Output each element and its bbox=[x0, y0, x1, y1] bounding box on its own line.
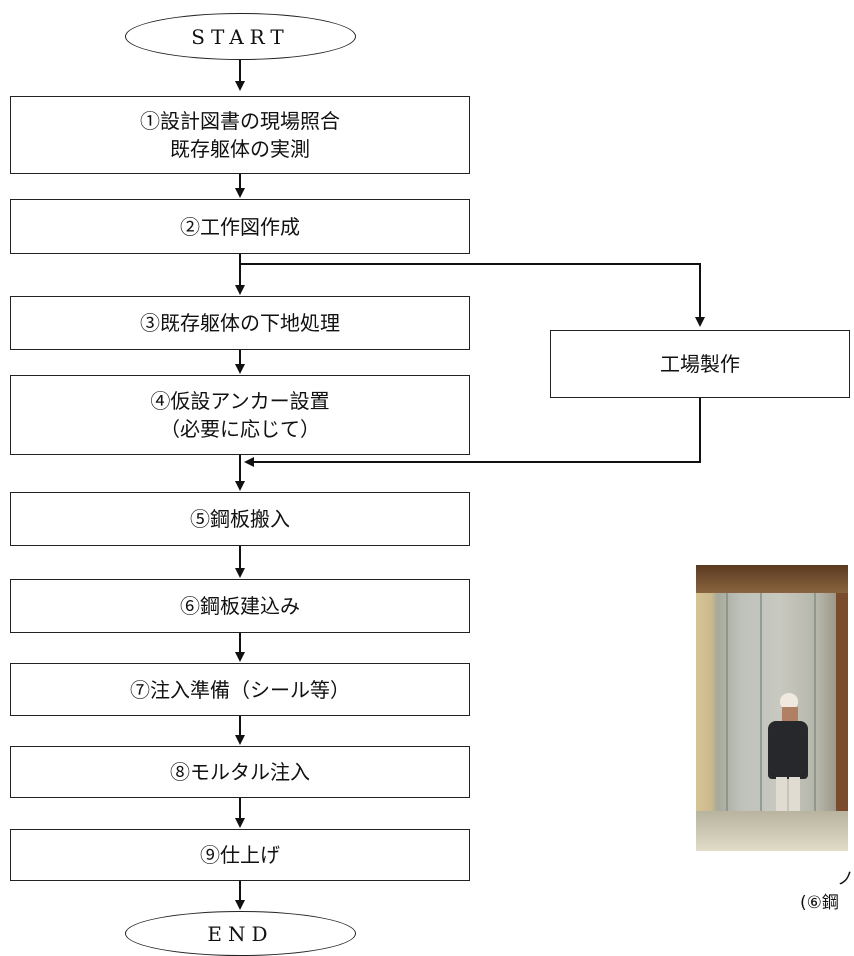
step-3-box: ③既存躯体の下地処理 bbox=[10, 296, 470, 350]
step-8-box: ⑧モルタル注入 bbox=[10, 746, 470, 798]
photo-panel-seam bbox=[760, 593, 762, 813]
step-4-box: ④仮設アンカー設置 （必要に応じて） bbox=[10, 375, 470, 455]
photo-worker-face bbox=[782, 707, 798, 721]
start-label: START bbox=[191, 24, 290, 49]
photo-ceiling bbox=[696, 565, 848, 593]
step-4-line1: ④仮設アンカー設置 bbox=[150, 389, 330, 413]
factory-fabrication-box: 工場製作 bbox=[550, 330, 850, 398]
photo-floor bbox=[696, 811, 848, 851]
step-7-box: ⑦注入準備（シール等） bbox=[10, 663, 470, 716]
step-3-label: ③既存躯体の下地処理 bbox=[140, 311, 340, 335]
end-label: END bbox=[207, 921, 274, 946]
photo-panel-seam bbox=[814, 593, 816, 813]
start-terminal: START bbox=[125, 13, 356, 60]
site-photo bbox=[696, 565, 848, 851]
factory-fabrication-label: 工場製作 bbox=[660, 352, 740, 376]
end-terminal: END bbox=[125, 911, 356, 956]
step-2-label: ②工作図作成 bbox=[180, 214, 300, 239]
step-4-line2: （必要に応じて） bbox=[160, 417, 320, 441]
step-7-label: ⑦注入準備（シール等） bbox=[130, 677, 350, 702]
photo-worker-body bbox=[768, 721, 808, 779]
photo-worker-helmet bbox=[780, 693, 798, 709]
arrow-branch-to-factory bbox=[240, 263, 705, 327]
step-1-line1: ①設計図書の現場照合 bbox=[140, 109, 340, 133]
arrow-factory-merge bbox=[244, 398, 701, 467]
step-9-label: ⑨仕上げ bbox=[200, 843, 280, 867]
step-1-box: ①設計図書の現場照合 既存躯体の実測 bbox=[10, 96, 470, 174]
step-2-box: ②工作図作成 bbox=[10, 199, 470, 254]
photo-panel-seam bbox=[726, 593, 728, 813]
step-5-box: ⑤鋼板搬入 bbox=[10, 492, 470, 546]
step-9-box: ⑨仕上げ bbox=[10, 829, 470, 881]
step-6-label: ⑥鋼板建込み bbox=[180, 594, 300, 618]
step-1-line2: 既存躯体の実測 bbox=[170, 137, 310, 161]
photo-steel-column bbox=[836, 593, 848, 823]
step-5-label: ⑤鋼板搬入 bbox=[190, 507, 290, 531]
photo-caption-line2: (⑥鋼 bbox=[800, 893, 839, 913]
photo-caption-line1: ノ bbox=[837, 869, 854, 889]
step-6-box: ⑥鋼板建込み bbox=[10, 579, 470, 633]
step-8-label: ⑧モルタル注入 bbox=[170, 760, 310, 784]
